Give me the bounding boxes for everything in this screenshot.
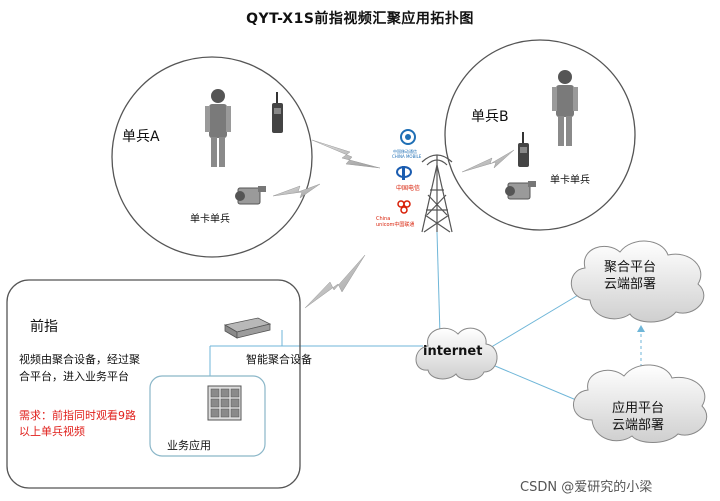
aggregation-device-label: 智能聚合设备 bbox=[246, 353, 312, 366]
aggregation-platform-line1: 聚合平台 bbox=[604, 260, 657, 275]
grid-app-icon bbox=[207, 385, 242, 421]
china-unicom-logo: China unicom中国联通 bbox=[376, 200, 414, 228]
internet-cloud-icon bbox=[415, 327, 498, 381]
aggregation-device-icon bbox=[223, 317, 272, 339]
soldier-b-camera-label: 单卡单兵 bbox=[550, 175, 590, 186]
soldier-b-label: 单兵B bbox=[471, 109, 509, 125]
radio-icon bbox=[272, 92, 283, 133]
cell-tower-icon bbox=[421, 154, 453, 233]
radio-icon bbox=[518, 132, 529, 167]
svg-text:CHINA MOBILE: CHINA MOBILE bbox=[392, 154, 422, 159]
aggregation-cloud-icon bbox=[570, 240, 705, 323]
wireless-bolt-icon bbox=[311, 139, 381, 169]
svg-text:unicom中国联通: unicom中国联通 bbox=[376, 221, 414, 228]
front-desc-line2: 合平台，进入业务平台 bbox=[19, 370, 129, 383]
arrowhead-up bbox=[637, 325, 645, 332]
china-mobile-logo: 中国移动通信 CHINA MOBILE bbox=[392, 129, 422, 159]
connection-lines bbox=[209, 231, 601, 411]
requirement-line1: 需求：前指同时观看9路 bbox=[19, 409, 136, 422]
requirement-line2: 以上单兵视频 bbox=[19, 425, 85, 438]
camera-icon bbox=[505, 181, 536, 200]
front-command-box bbox=[6, 279, 301, 489]
diagram-title: QYT-X1S前指视频汇聚应用拓扑图 bbox=[246, 11, 474, 27]
soldier-a-camera-label: 单卡单兵 bbox=[190, 214, 230, 225]
soldier-figure-icon bbox=[552, 70, 578, 146]
svg-text:中国电信: 中国电信 bbox=[396, 184, 420, 192]
wireless-bolt-icon bbox=[272, 183, 321, 199]
svg-text:China: China bbox=[376, 216, 390, 222]
watermark: CSDN @爱研究的小梁 bbox=[520, 480, 653, 495]
soldier-b-circle bbox=[444, 39, 636, 231]
aggregation-platform-line2: 云端部署 bbox=[604, 277, 657, 292]
china-telecom-logo: 中国电信 bbox=[396, 166, 420, 192]
soldier-figure-icon bbox=[205, 89, 231, 167]
internet-label: internet bbox=[423, 344, 483, 359]
application-platform-line1: 应用平台 bbox=[612, 401, 665, 416]
front-command-label: 前指 bbox=[30, 319, 58, 335]
business-app-label: 业务应用 bbox=[167, 439, 211, 452]
application-cloud-icon bbox=[573, 364, 708, 443]
application-platform-line2: 云端部署 bbox=[612, 418, 665, 433]
wireless-bolt-icon bbox=[304, 254, 366, 309]
svg-text:中国移动通信: 中国移动通信 bbox=[393, 148, 417, 154]
front-desc-line1: 视频由聚合设备，经过聚 bbox=[19, 353, 140, 366]
soldier-a-label: 单兵A bbox=[122, 129, 160, 145]
wireless-bolt-icon bbox=[461, 149, 515, 173]
camera-icon bbox=[235, 186, 266, 205]
